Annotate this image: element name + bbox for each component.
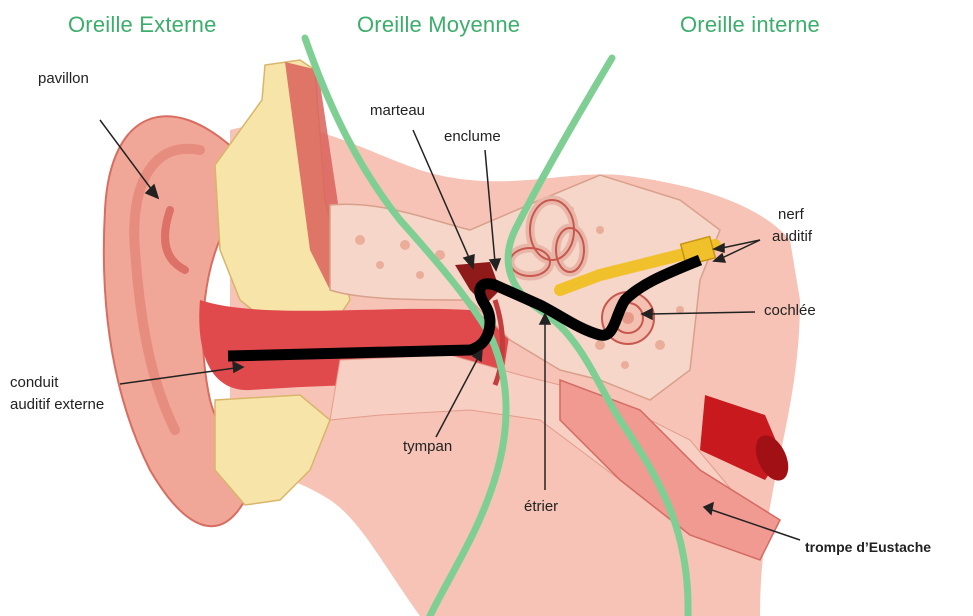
region-title-outer: Oreille Externe	[68, 12, 217, 38]
region-title-middle: Oreille Moyenne	[357, 12, 520, 38]
label-tympan: tympan	[403, 438, 452, 456]
label-etrier: étrier	[524, 498, 558, 516]
label-trompe: trompe d’Eustache	[805, 538, 931, 556]
region-title-inner: Oreille interne	[680, 12, 820, 38]
label-conduit-line1: conduit	[10, 374, 58, 392]
label-pavillon: pavillon	[38, 70, 89, 88]
label-marteau: marteau	[370, 102, 425, 120]
label-nerf-line1: nerf	[778, 206, 804, 224]
label-cochlee: cochlée	[764, 302, 816, 320]
label-enclume: enclume	[444, 128, 501, 146]
label-conduit-line2: auditif externe	[10, 396, 104, 414]
label-nerf-line2: auditif	[772, 228, 812, 246]
